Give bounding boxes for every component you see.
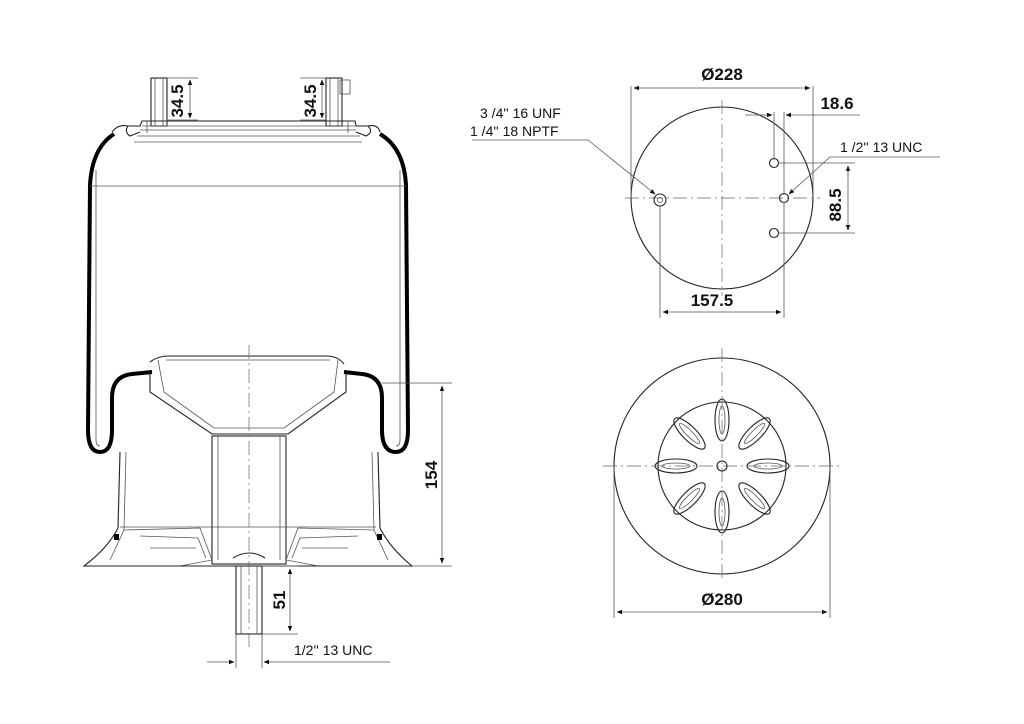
bottom-stud bbox=[235, 565, 263, 635]
top-stud-right bbox=[325, 77, 351, 127]
dim-piston-diameter: Ø280 bbox=[613, 466, 831, 618]
inlet-thread-label-1: 3 /4'' 16 UNF bbox=[480, 105, 561, 121]
bottom-stud-thread-label: 1/2'' 13 UNC bbox=[294, 642, 373, 658]
dim-offset-side: 88.5 bbox=[778, 162, 855, 234]
top-stud-thread-callout: 1 /2'' 13 UNC bbox=[788, 139, 940, 195]
top-bead-plate bbox=[111, 120, 381, 137]
bottom-stud-length-label: 51 bbox=[270, 591, 289, 610]
piston-diameter-label: Ø280 bbox=[701, 590, 743, 609]
piston-height-label: 154 bbox=[422, 460, 441, 489]
dim-piston-height: 154 bbox=[382, 382, 452, 567]
side-view: 34.5 34.5 154 51 1/2'' 13 bbox=[82, 77, 452, 668]
top-stud-thread-label: 1 /2'' 13 UNC bbox=[840, 139, 922, 155]
dim-bolt-spacing: 157.5 bbox=[659, 202, 785, 318]
top-stud-hole-lower bbox=[768, 227, 780, 239]
center-stud-hole bbox=[716, 460, 728, 472]
stud-height-right-label: 34.5 bbox=[301, 84, 320, 117]
stud-height-left-label: 34.5 bbox=[168, 84, 187, 117]
inlet-thread-label-2: 1 /4'' 18 NPTF bbox=[470, 123, 559, 139]
offset-top-label: 18.6 bbox=[820, 94, 853, 113]
dim-offset-top: 18.6 bbox=[745, 94, 860, 195]
air-inlet-hole bbox=[653, 193, 667, 207]
bottom-view: Ø280 bbox=[603, 348, 842, 618]
dim-top-plate-diameter: Ø228 bbox=[630, 65, 814, 198]
inlet-thread-callout: 3 /4'' 16 UNF 1 /4'' 18 NPTF bbox=[470, 105, 656, 195]
top-plate-diameter-label: Ø228 bbox=[701, 65, 743, 84]
bolt-spacing-label: 157.5 bbox=[691, 291, 734, 310]
top-view: Ø228 18.6 88.5 157.5 3 /4'' 16 U bbox=[470, 65, 940, 318]
dim-stud-height-right: 34.5 bbox=[300, 77, 326, 121]
bottom-thread-callout: 1/2'' 13 UNC bbox=[207, 634, 390, 668]
rubber-bellow bbox=[85, 129, 411, 455]
dim-bottom-stud-length: 51 bbox=[262, 565, 298, 635]
offset-side-label: 88.5 bbox=[826, 188, 845, 221]
dim-stud-height-left: 34.5 bbox=[168, 77, 198, 121]
top-stud-left bbox=[150, 77, 168, 127]
piston-ribs bbox=[654, 398, 790, 534]
piston bbox=[82, 355, 414, 567]
